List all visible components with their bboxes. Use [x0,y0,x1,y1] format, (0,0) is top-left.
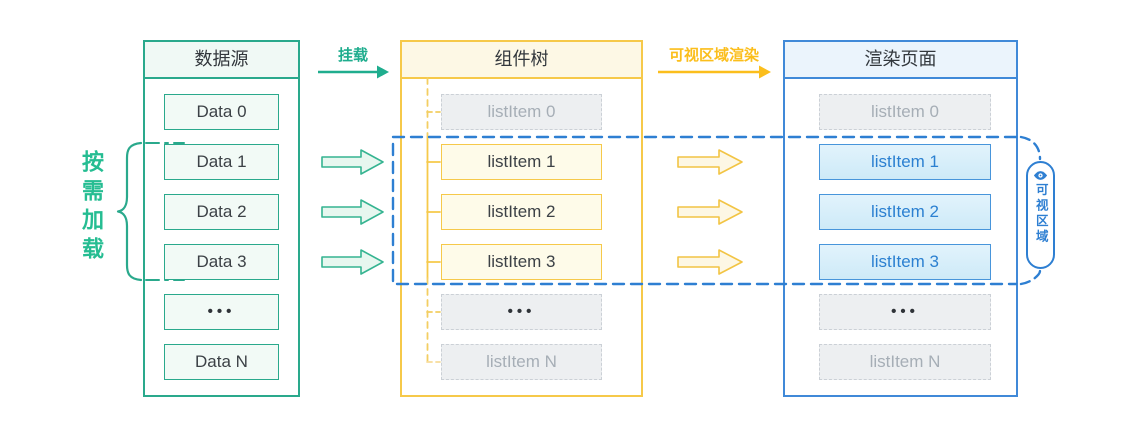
data-source-title: 数据源 [145,42,298,79]
render-page-panel: 渲染页面 listItem 0 listItem 1 listItem 2 li… [783,40,1018,397]
tree-item-1: listItem 1 [441,144,602,180]
load-arrow-2 [321,199,384,225]
render-item-3: listItem 3 [819,244,991,280]
tree-item-0: listItem 0 [441,94,602,130]
viewport-badge: 可视区域 [1026,161,1055,269]
render-arrows [677,149,743,275]
eye-icon [1033,171,1048,180]
render-item-0: listItem 0 [819,94,991,130]
data-item-2: Data 2 [164,194,279,230]
component-tree-title: 组件树 [402,42,641,79]
mount-arrow [318,65,389,79]
render-arrow-2 [677,199,743,225]
component-tree-panel: 组件树 listItem 0 listItem 1 listItem 2 lis… [400,40,643,397]
data-item-0: Data 0 [164,94,279,130]
data-item-n: Data N [164,344,279,380]
render-item-1: listItem 1 [819,144,991,180]
render-arrow-1 [677,149,743,175]
viewport-badge-label: 可视区域 [1033,183,1048,245]
render-item-n: listItem N [819,344,991,380]
tree-item-n: listItem N [441,344,602,380]
viewport-render-arrow [658,65,771,79]
load-arrow-3 [321,249,384,275]
data-item-3: Data 3 [164,244,279,280]
render-item-2: listItem 2 [819,194,991,230]
tree-item-2: listItem 2 [441,194,602,230]
render-item-ellipsis: ••• [819,294,991,330]
data-item-ellipsis: ••• [164,294,279,330]
mount-arrow-label: 挂载 [337,47,368,64]
render-arrow-3 [677,249,743,275]
tree-item-ellipsis: ••• [441,294,602,330]
tree-item-3: listItem 3 [441,244,602,280]
on-demand-load-label: 按需加载 [79,150,104,266]
render-page-title: 渲染页面 [785,42,1016,79]
data-source-panel: 数据源 Data 0 Data 1 Data 2 Data 3 ••• Data… [143,40,300,397]
load-arrows [321,149,384,275]
viewport-render-arrow-label: 可视区域渲染 [668,47,759,64]
data-item-1: Data 1 [164,144,279,180]
load-arrow-1 [321,149,384,175]
